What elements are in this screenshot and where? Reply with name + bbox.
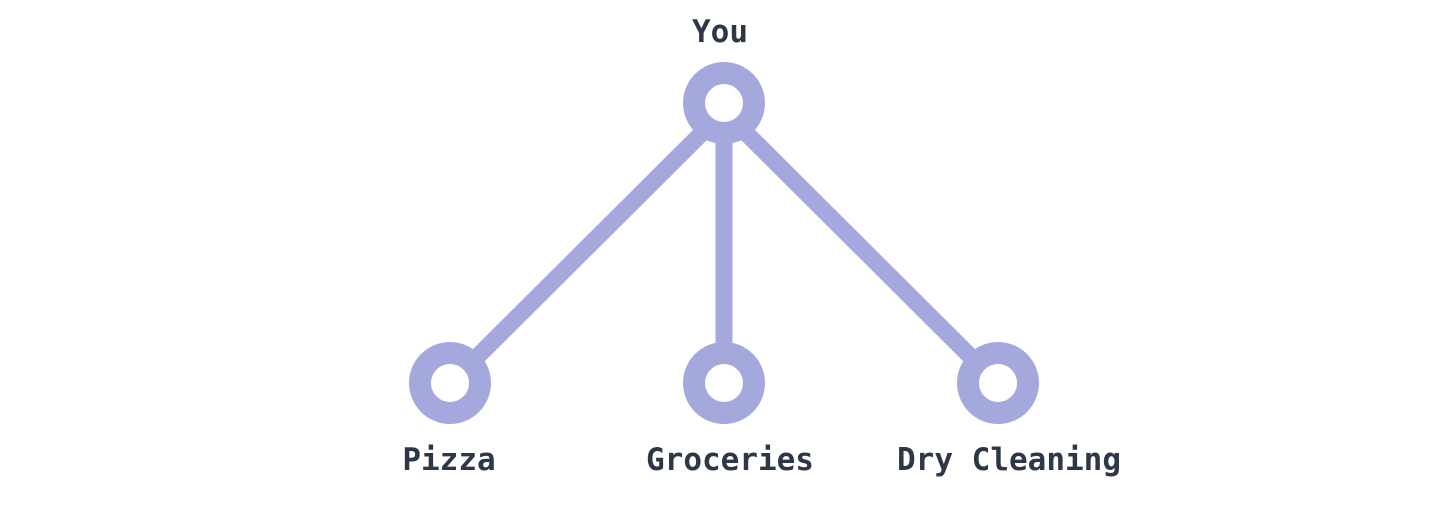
node-dry-cleaning [957,342,1039,424]
node-label-you: You [692,14,748,50]
node-you [683,62,765,144]
node-groceries [683,342,765,424]
node-label-dry-cleaning: Dry Cleaning [897,442,1121,478]
edge-you-dry-cleaning [736,122,984,371]
node-label-pizza: Pizza [402,442,495,478]
node-pizza [409,342,491,424]
node-label-groceries: Groceries [646,442,814,478]
edge-you-pizza [464,122,712,371]
